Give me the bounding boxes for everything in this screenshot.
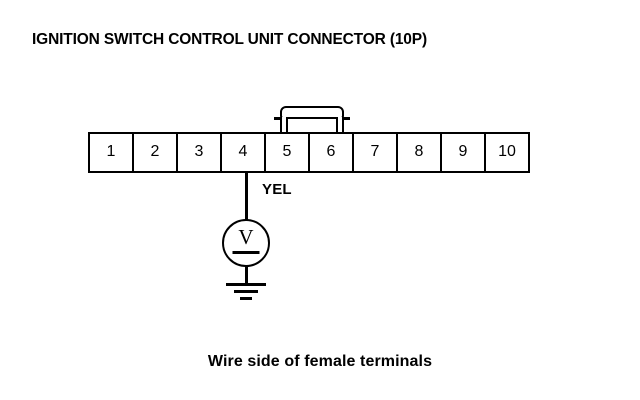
locking-tab-leg-left [280,117,288,133]
locking-tab-leg-right [336,117,344,133]
ground-bar-1 [226,283,266,286]
terminal-cell-1: 1 [90,134,134,171]
voltmeter-bar [232,251,260,254]
wire-color-label: YEL [262,181,292,198]
terminal-cell-5: 5 [266,134,310,171]
ground-bar-2 [234,290,258,293]
ground-lead [245,266,248,285]
ground-icon [218,283,274,301]
terminal-cell-10: 10 [498,143,516,160]
terminal-strip: 1 2 3 4 5 6 7 8 9 10 [88,132,530,173]
connector-assembly: 1 2 3 4 5 6 7 8 9 10 [88,106,530,174]
ground-bar-3 [240,297,252,300]
terminal-cell-3: 3 [178,134,222,171]
terminal-cell-9: 9 [442,134,486,171]
voltmeter-glyph: V [238,225,254,249]
voltmeter-icon: V [222,219,270,267]
terminal-cell-8: 8 [398,134,442,171]
terminal-cell-4: 4 [222,134,266,171]
locking-tab-foot-left [274,117,281,120]
figure-caption: Wire side of female terminals [207,353,433,370]
locking-tab-body [280,106,344,119]
locking-tab-foot-right [343,117,350,120]
probe-wire [245,172,248,220]
page-title: IGNITION SWITCH CONTROL UNIT CONNECTOR (… [32,31,427,48]
locking-tab-icon [274,106,350,133]
terminal-cell-6: 6 [310,134,354,171]
terminal-cell-7: 7 [354,134,398,171]
terminal-cell-2: 2 [134,134,178,171]
